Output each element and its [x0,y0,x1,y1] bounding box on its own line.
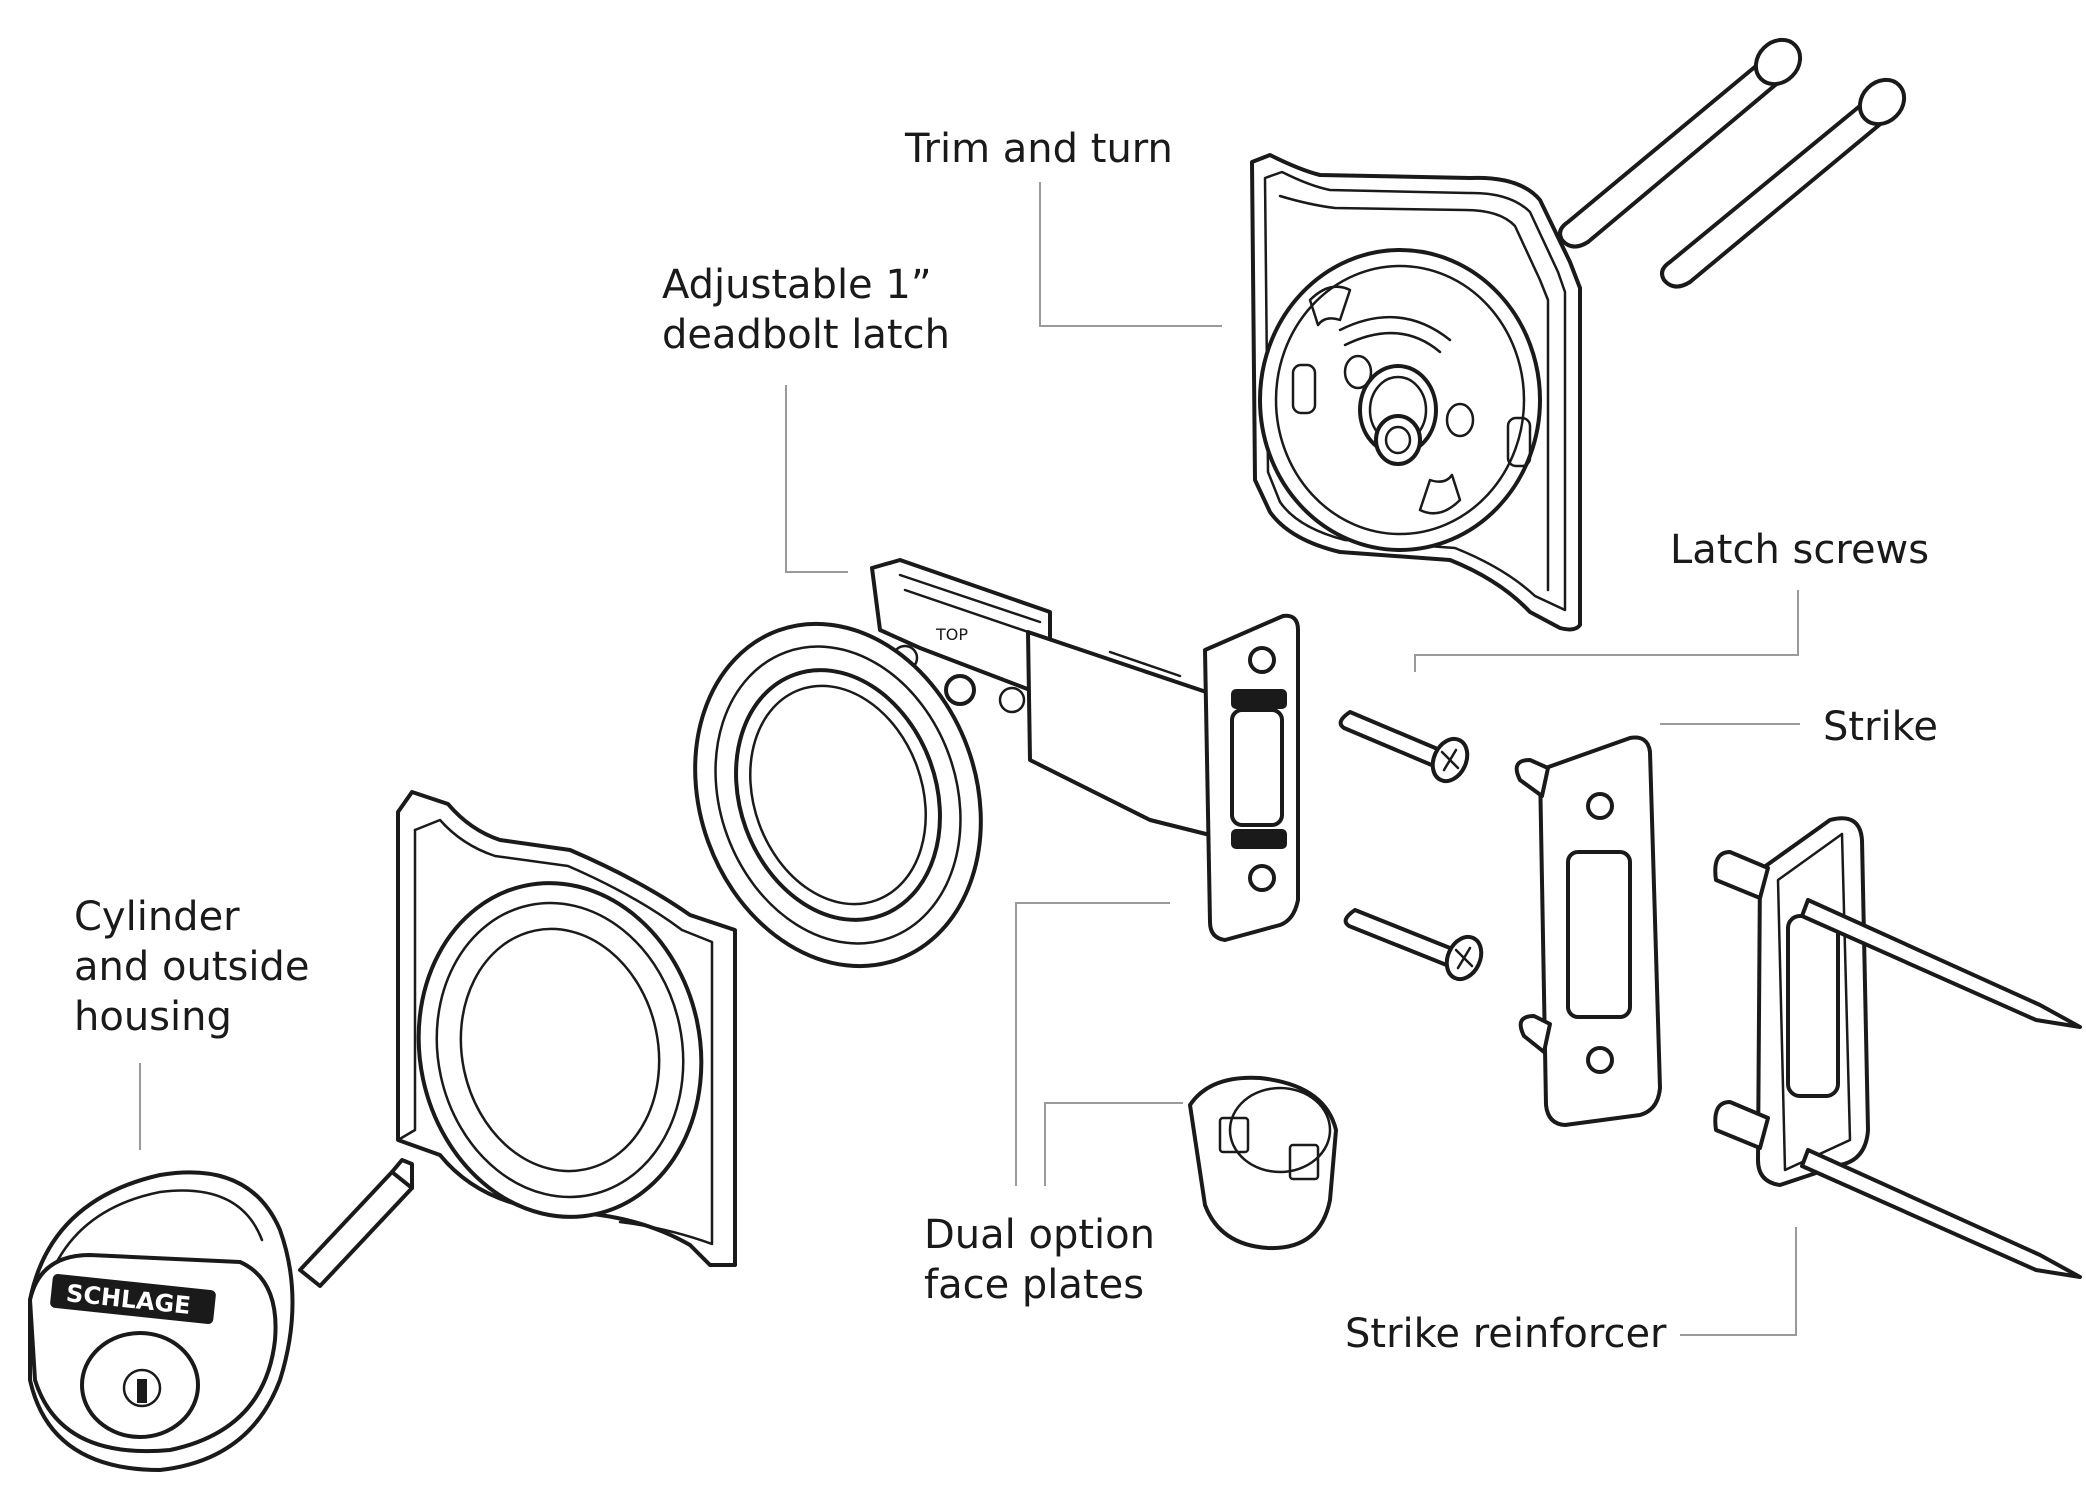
latch-top-marking: TOP [935,625,968,644]
strike-plate [1514,735,1662,1127]
label-strike-reinforcer: Strike reinforcer [1345,1311,1667,1357]
cylinder-outside-housing: SCHLAGE [28,1158,414,1472]
trim-and-turn-plate [1250,153,1582,632]
label-strike: Strike [1823,704,1938,750]
label-cylinder-line3: housing [74,994,232,1040]
latch-screws [1338,710,1484,982]
label-face-plates-line2: face plates [924,1262,1144,1308]
gasket-ring [693,621,983,969]
label-latch-screws: Latch screws [1670,527,1929,573]
leader-trim-and-turn [1039,182,1222,327]
label-deadbolt-latch: Adjustable 1” deadbolt latch [662,262,950,358]
strike-reinforcer [1713,816,2082,1279]
label-deadbolt-latch-line2: deadbolt latch [662,312,950,358]
mounting-bolts [1558,37,1907,289]
dual-option-face-plates [1188,1075,1338,1251]
label-cylinder-line1: Cylinder [74,894,240,940]
leader-deadbolt-latch [785,385,848,573]
outside-trim-plate [396,790,737,1267]
label-trim-and-turn: Trim and turn [904,126,1173,172]
label-dual-option-face-plates: Dual option face plates [924,1212,1168,1308]
leader-latch-screws [1414,590,1799,672]
deadbolt-latch: TOP [870,558,1300,942]
label-face-plates-line1: Dual option [924,1212,1155,1258]
leader-strike-reinforcer [1680,1227,1797,1336]
label-cylinder-line2: and outside [74,944,309,990]
label-deadbolt-latch-line1: Adjustable 1” [662,262,932,308]
leader-face-plates [1044,1102,1183,1186]
leader-latch-plate [1015,902,1170,1186]
label-cylinder-housing: Cylinder and outside housing [74,894,322,1040]
